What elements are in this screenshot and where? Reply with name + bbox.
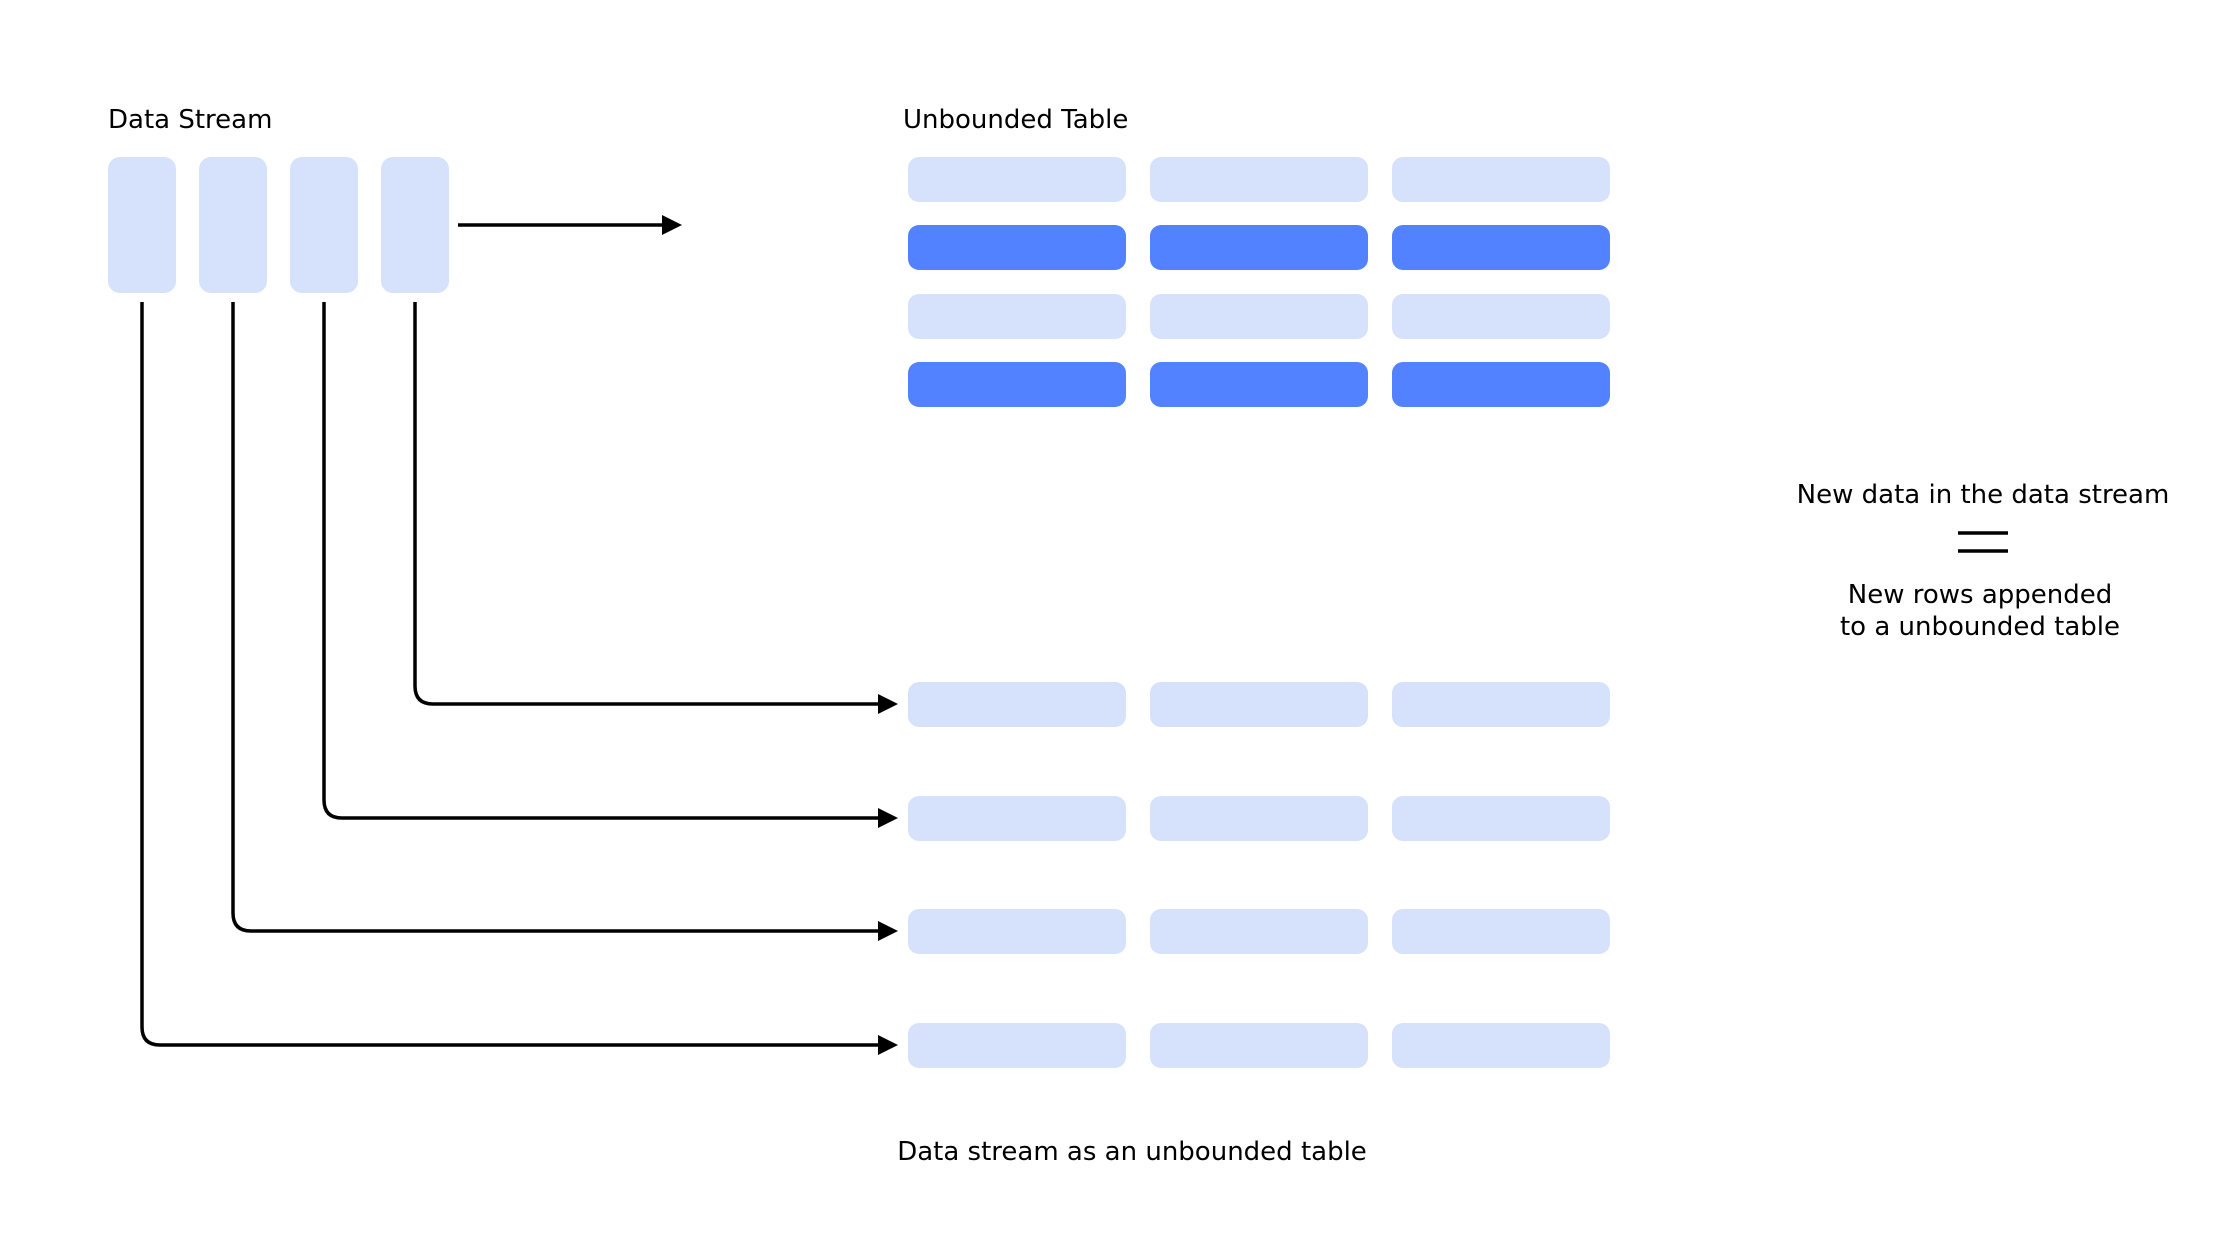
stream-item-4 [381,157,449,293]
equation: New data in the data stream New rows app… [1797,480,2170,642]
table-row [908,225,1610,270]
table-cell [1150,157,1368,202]
table-cell [908,225,1126,270]
table-cell [1150,362,1368,407]
diagram-caption: Data stream as an unbounded table [897,1137,1367,1167]
stream-items [108,157,449,293]
append-connectors [140,302,898,1055]
table-cell [908,362,1126,407]
stream-item-3 [290,157,358,293]
table-cell [1150,682,1368,727]
table-cell [1150,225,1368,270]
table-cell [1150,1023,1368,1068]
appended-row [908,682,1610,727]
equals-sign-icon [1958,531,2008,553]
table-cell [1392,909,1610,954]
table-cell [908,294,1126,339]
appended-rows [908,682,1610,1068]
table-cell [1150,796,1368,841]
table-cell [1392,1023,1610,1068]
appended-row [908,1023,1610,1068]
stream-to-table-arrow [458,215,682,235]
table-cell [1150,909,1368,954]
stream-item-1 [108,157,176,293]
unbounded-table-title: Unbounded Table [903,105,1128,135]
unbounded-table [908,157,1610,407]
stream-item-2 [199,157,267,293]
append-connector-4 [413,302,898,714]
append-connector-2 [231,302,898,941]
table-cell [1392,294,1610,339]
table-cell [1392,682,1610,727]
table-cell [908,157,1126,202]
appended-row [908,909,1610,954]
table-row [908,362,1610,407]
table-cell [1392,796,1610,841]
table-cell [1392,157,1610,202]
table-row [908,294,1610,339]
table-cell [908,909,1126,954]
equation-bottom-text-line2: to a unbounded table [1840,612,2120,642]
table-cell [908,1023,1126,1068]
append-connector-1 [140,302,898,1055]
table-cell [908,796,1126,841]
equation-top-text: New data in the data stream [1797,480,2170,510]
table-cell [1392,225,1610,270]
table-cell [908,682,1126,727]
append-connector-3 [322,302,898,828]
table-cell [1150,294,1368,339]
data-stream-title: Data Stream [108,105,272,135]
table-row [908,157,1610,202]
equation-bottom-text-line1: New rows appended [1848,580,2113,610]
table-cell [1392,362,1610,407]
appended-row [908,796,1610,841]
